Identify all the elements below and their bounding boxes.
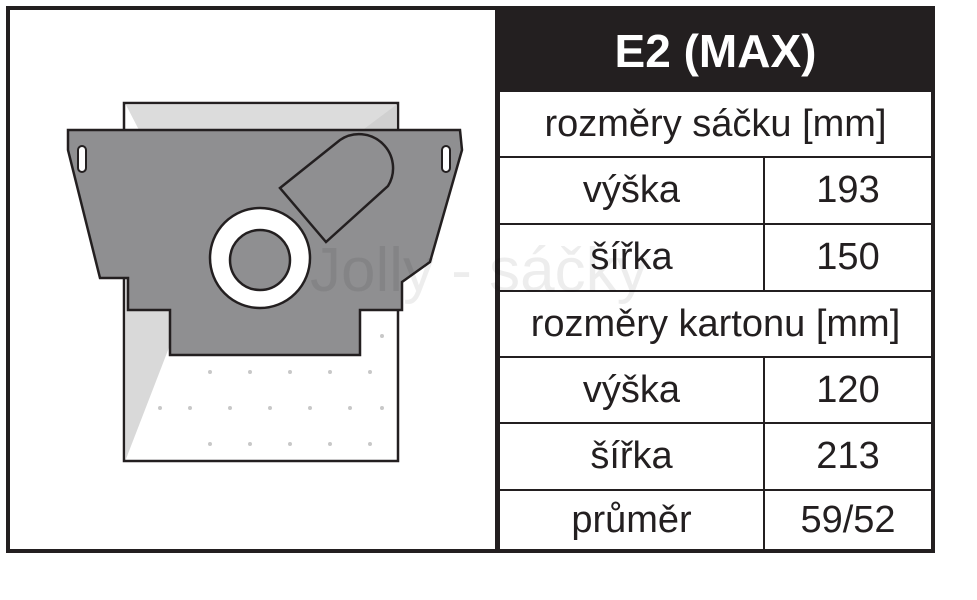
carton-width-row: šířka 213 xyxy=(500,424,931,491)
product-title: E2 (MAX) xyxy=(500,10,931,92)
carton-height-row: výška 120 xyxy=(500,358,931,424)
row-value: 120 xyxy=(816,368,880,411)
bag-dot-pattern xyxy=(158,334,384,446)
row-label: výška xyxy=(500,158,765,223)
inlet-tube xyxy=(278,132,395,244)
left-mount-slot xyxy=(77,145,87,173)
row-label: průměr xyxy=(500,491,765,549)
vacuum-bag-illustration-icon xyxy=(66,101,464,463)
bag-dimensions-header: rozměry sáčku [mm] xyxy=(500,92,931,158)
row-value: 150 xyxy=(816,236,880,278)
row-value: 193 xyxy=(816,169,880,211)
bag-height-row: výška 193 xyxy=(500,158,931,225)
row-value: 213 xyxy=(816,435,880,477)
row-label: výška xyxy=(500,358,765,422)
bag-width-row: šířka 150 xyxy=(500,225,931,292)
carton-dimensions-header: rozměry kartonu [mm] xyxy=(500,292,931,358)
row-value: 59/52 xyxy=(800,498,896,541)
bag-illustration-panel xyxy=(10,10,495,549)
row-label: šířka xyxy=(500,225,765,290)
row-label: šířka xyxy=(500,424,765,489)
right-mount-slot xyxy=(441,145,451,173)
panel-divider xyxy=(495,10,500,549)
carton-diameter-row: průměr 59/52 xyxy=(500,491,931,549)
product-card: E2 (MAX) rozměry sáčku [mm] výška 193 ší… xyxy=(6,6,935,553)
dimensions-table: E2 (MAX) rozměry sáčku [mm] výška 193 ší… xyxy=(500,10,931,549)
bag-top-fold xyxy=(126,105,396,132)
inlet-hole xyxy=(228,228,292,292)
watermark-text: Jolly - sáčky xyxy=(310,236,648,305)
